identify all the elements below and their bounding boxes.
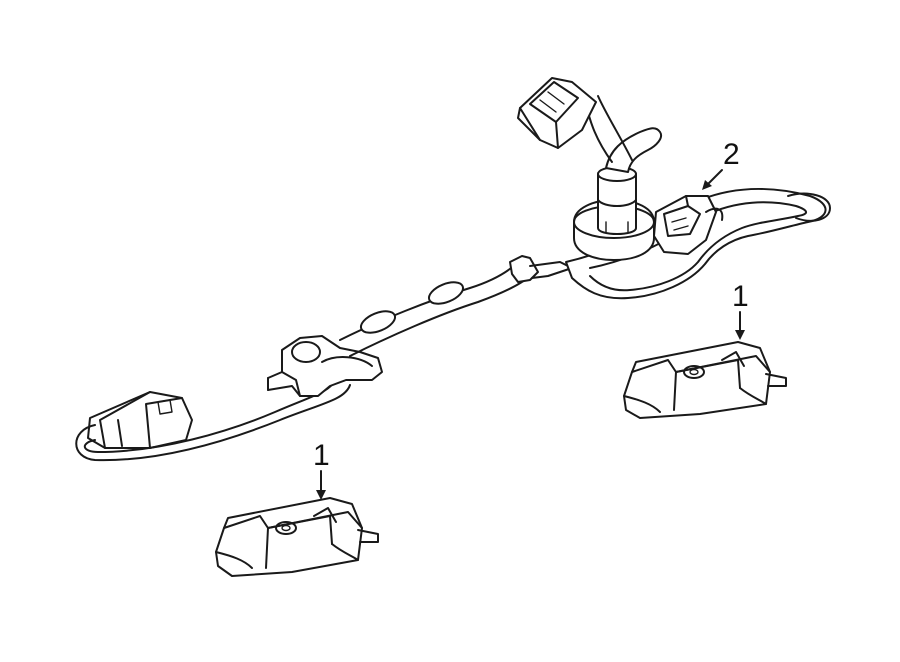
callout-2-group: 2 [702, 138, 740, 190]
harness-sleeve-2 [427, 281, 465, 305]
harness-top-connector [517, 77, 597, 149]
harness-right-connector [653, 195, 724, 255]
callout-2-leader [707, 169, 723, 185]
callout-1-upper-label: 1 [732, 280, 749, 313]
callout-1-lower-group: 1 [313, 439, 330, 500]
harness-grommet [573, 166, 655, 261]
harness-sleeve-1 [359, 310, 397, 334]
callout-1-lower-label: 1 [313, 439, 330, 472]
license-lamp-upper [623, 341, 787, 419]
license-lamp-lower [215, 497, 379, 577]
harness-left-clip [267, 335, 383, 397]
callout-1-upper-group: 1 [732, 280, 749, 340]
callout-2-label: 2 [723, 138, 740, 171]
wiring-harness [75, 77, 831, 462]
harness-left-connector [87, 391, 193, 449]
callout-2-arrowhead [702, 180, 712, 190]
harness-tape [509, 255, 539, 283]
callout-1-upper-arrowhead [735, 330, 745, 340]
callout-1-lower-arrowhead [316, 490, 326, 500]
